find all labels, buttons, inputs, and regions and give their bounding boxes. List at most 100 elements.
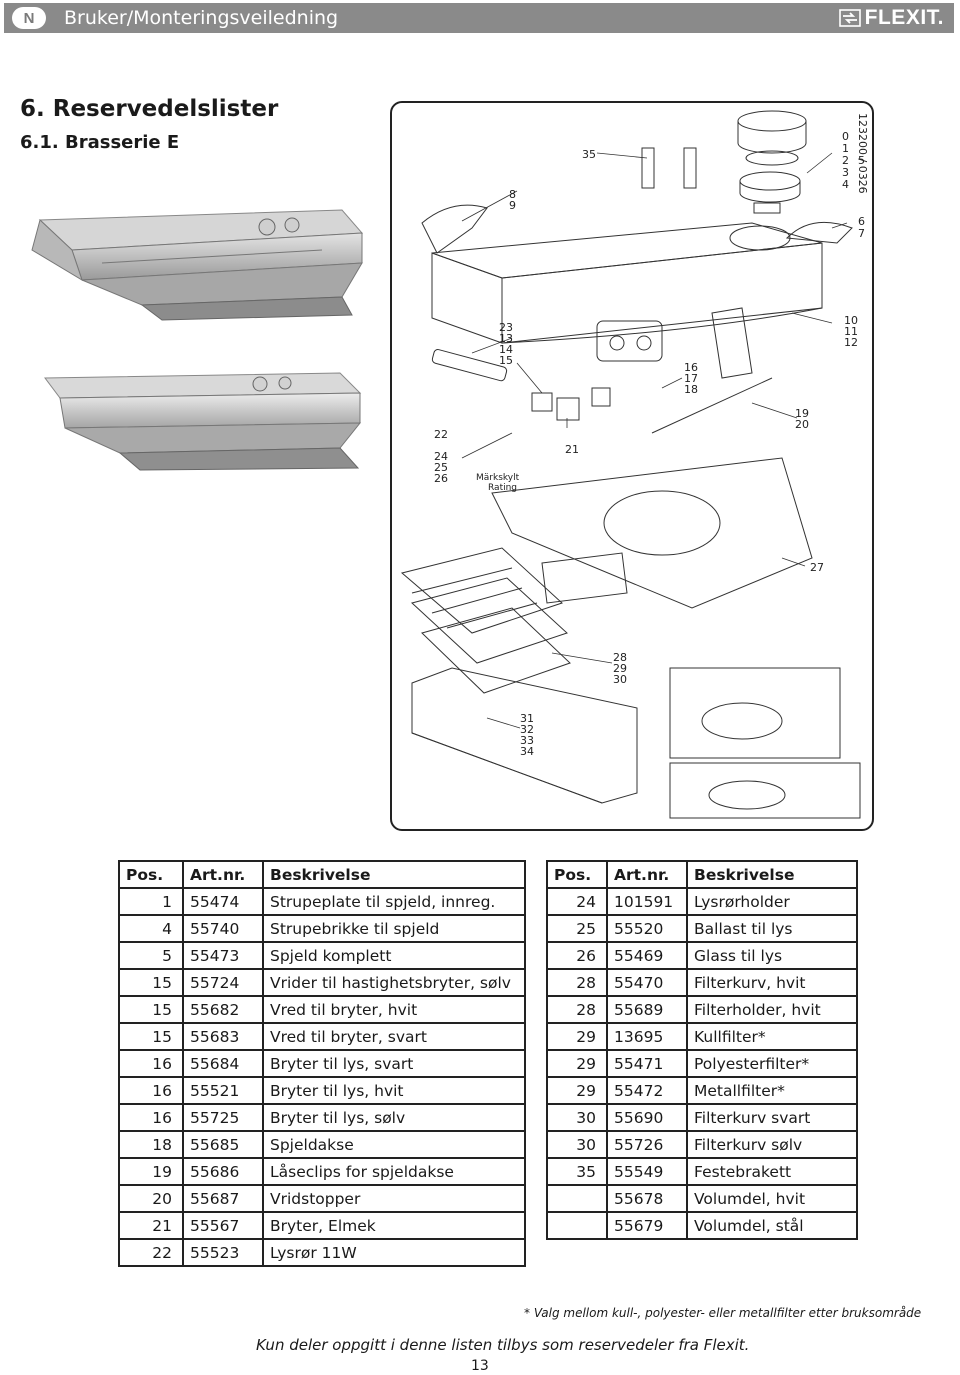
cell-artnr: 55549: [606, 1157, 688, 1186]
cell-pos: 35: [546, 1157, 608, 1186]
callout-16: 16: [684, 361, 698, 374]
cell-artnr: 55474: [182, 887, 264, 916]
callout-18: 18: [684, 383, 698, 396]
cell-artnr: 55687: [182, 1184, 264, 1213]
callout-1: 1: [842, 142, 849, 155]
callout-12: 12: [844, 336, 858, 349]
cell-pos: 16: [118, 1103, 184, 1132]
cell-artnr: 55726: [606, 1130, 688, 1159]
cell-description: Bryter til lys, sølv: [262, 1103, 526, 1132]
cell-description: Strupebrikke til spjeld: [262, 914, 526, 943]
hood-photo-top: [31, 209, 364, 321]
callout-4: 4: [842, 178, 849, 191]
cell-artnr: 101591: [606, 887, 688, 916]
col-artnr: Art.nr.: [182, 860, 264, 889]
cell-pos: 16: [118, 1049, 184, 1078]
callout-20: 20: [795, 418, 809, 431]
cell-description: Bryter til lys, hvit: [262, 1076, 526, 1105]
language-badge: N: [12, 7, 46, 29]
cell-artnr: 13695: [606, 1022, 688, 1051]
cell-description: Kullfilter*: [686, 1022, 858, 1051]
cell-description: Spjeld komplett: [262, 941, 526, 970]
callout-23: 23: [499, 321, 513, 334]
footnote: * Valg mellom kull-, polyester- eller me…: [524, 1306, 922, 1320]
callout-24: 24: [434, 450, 448, 463]
cell-artnr: 55523: [182, 1238, 264, 1267]
cell-pos: 15: [118, 995, 184, 1024]
cell-pos: 18: [118, 1130, 184, 1159]
cell-artnr: 55682: [182, 995, 264, 1024]
cell-pos: 15: [118, 1022, 184, 1051]
cell-pos: [546, 1211, 608, 1240]
cell-description: Låseclips for spjeldakse: [262, 1157, 526, 1186]
cell-description: Polyesterfilter*: [686, 1049, 858, 1078]
callout-9: 9: [509, 199, 516, 212]
bottom-note: Kun deler oppgitt i denne listen tilbys …: [256, 1336, 750, 1354]
callout-34: 34: [520, 745, 534, 758]
cell-artnr: 55690: [606, 1103, 688, 1132]
cell-artnr: 55725: [182, 1103, 264, 1132]
table-header-row: Pos. Art.nr. Beskrivelse: [118, 860, 526, 889]
cell-pos: 26: [546, 941, 608, 970]
cell-pos: 5: [118, 941, 184, 970]
cell-description: Vrider til hastighetsbryter, sølv: [262, 968, 526, 997]
callout-7: 7: [858, 227, 865, 240]
cell-description: Filterkurv svart: [686, 1103, 858, 1132]
cell-description: Metallfilter*: [686, 1076, 858, 1105]
cell-pos: 29: [546, 1022, 608, 1051]
cell-artnr: 55473: [182, 941, 264, 970]
callout-15: 15: [499, 354, 513, 367]
brand-name: FLEXIT.: [864, 6, 944, 29]
cell-artnr: 55470: [606, 968, 688, 997]
cell-description: Vred til bryter, svart: [262, 1022, 526, 1051]
cell-artnr: 55684: [182, 1049, 264, 1078]
cell-description: Glass til lys: [686, 941, 858, 970]
cell-artnr: 55567: [182, 1211, 264, 1240]
subsection-title: 6.1. Brasserie E: [20, 132, 180, 153]
cell-artnr: 55472: [606, 1076, 688, 1105]
cell-description: Filterkurv sølv: [686, 1130, 858, 1159]
cell-artnr: 55689: [606, 995, 688, 1024]
callout-32: 32: [520, 723, 534, 736]
cell-pos: 15: [118, 968, 184, 997]
exploded-drawing: 35 8 9 0 1 2 3 4 5 6 7 123200 / 0326 10 …: [390, 101, 874, 831]
cell-pos: 22: [118, 1238, 184, 1267]
cell-pos: 1: [118, 887, 184, 916]
callout-2: 2: [842, 154, 849, 167]
cell-description: Volumdel, stål: [686, 1211, 858, 1240]
callout-26: 26: [434, 472, 448, 485]
callout-0: 0: [842, 130, 849, 143]
col-pos: Pos.: [118, 860, 184, 889]
cell-pos: 20: [118, 1184, 184, 1213]
callout-22: 22: [434, 428, 448, 441]
col-description: Beskrivelse: [686, 860, 858, 889]
cell-artnr: 55471: [606, 1049, 688, 1078]
cell-description: Festebrakett: [686, 1157, 858, 1186]
callout-30: 30: [613, 673, 627, 686]
callout-28: 28: [613, 651, 627, 664]
cell-artnr: 55740: [182, 914, 264, 943]
col-description: Beskrivelse: [262, 860, 526, 889]
callout-14: 14: [499, 343, 513, 356]
callout-33: 33: [520, 734, 534, 747]
drawing-code: 123200 / 0326: [856, 113, 869, 194]
